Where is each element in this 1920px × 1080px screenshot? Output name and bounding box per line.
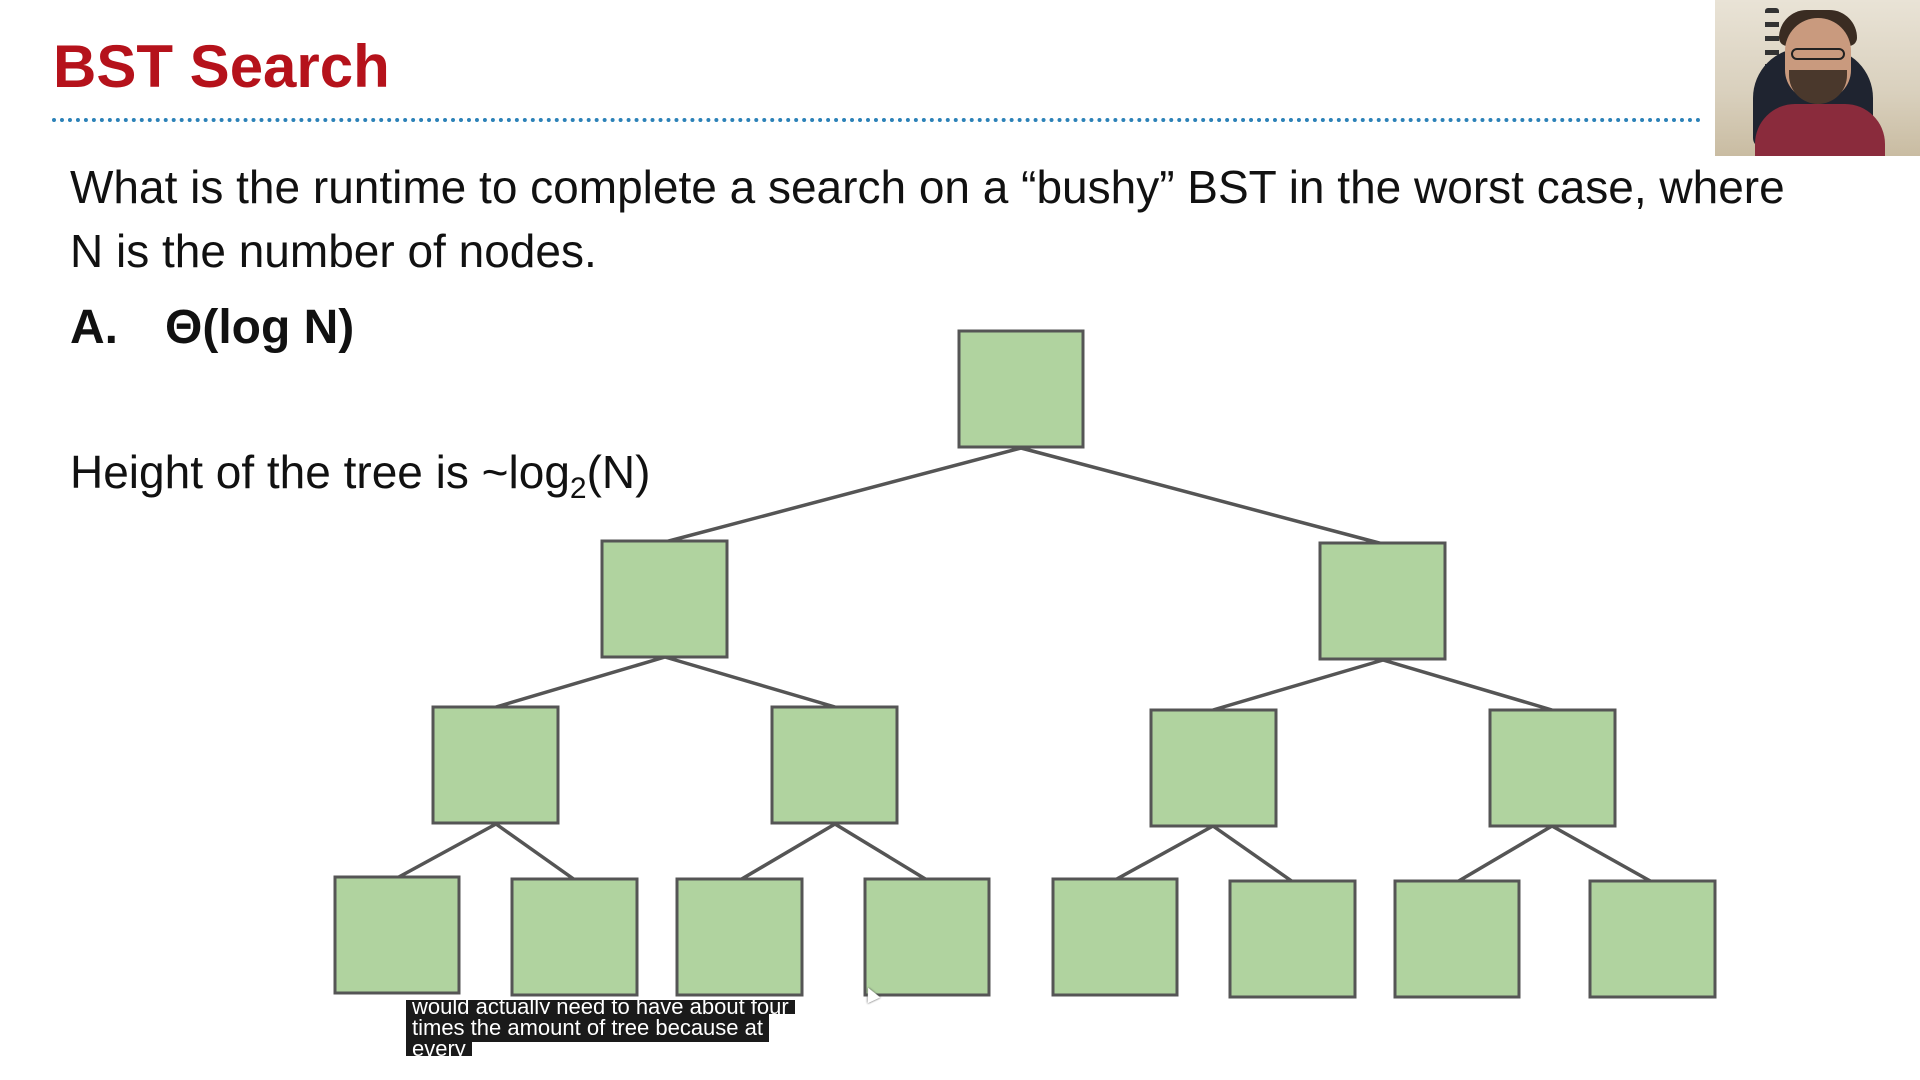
height-note-suffix: (N) <box>586 446 651 498</box>
tree-edge <box>664 655 836 709</box>
tree-edge <box>495 655 666 709</box>
tree-edge <box>1551 824 1653 884</box>
tree-node <box>1393 879 1521 999</box>
answer-letter: A. <box>70 301 118 354</box>
tree-node <box>510 877 639 997</box>
caption-line: times the amount of tree because at <box>406 1014 769 1042</box>
tree-edge <box>834 822 928 882</box>
tree-edge <box>664 446 1022 544</box>
tree-node <box>1228 879 1357 999</box>
tree-node <box>1149 708 1278 828</box>
tree-node <box>1318 541 1447 661</box>
webcam-presenter-shirt <box>1755 104 1885 156</box>
tree-node <box>1488 708 1617 828</box>
tree-node <box>431 705 560 825</box>
tree-node <box>1588 879 1717 999</box>
closed-captions: would actually need to have about four t… <box>406 1000 830 1056</box>
height-note-subscript: 2 <box>569 472 587 505</box>
tree-edges <box>396 446 1653 884</box>
caption-line-partial: would actually need to have about four <box>406 1000 830 1014</box>
caption-line-partial-bottom: every <box>406 1042 472 1056</box>
tree-edge <box>1212 658 1384 712</box>
question-text: What is the runtime to complete a search… <box>70 161 1785 277</box>
tree-nodes <box>333 329 1717 999</box>
tree-node <box>770 705 899 825</box>
answer-text: Θ(log N) <box>165 301 355 354</box>
webcam-presenter-glasses <box>1791 48 1845 60</box>
slide-title: BST Search <box>53 33 390 100</box>
tree-edge <box>1456 824 1553 884</box>
tree-node <box>333 875 461 995</box>
title-divider <box>52 118 1702 122</box>
presenter-webcam <box>1715 0 1920 156</box>
tree-node-root <box>957 329 1085 449</box>
answer-line: A. Θ(log N) <box>70 300 354 355</box>
tree-edge <box>494 822 577 882</box>
tree-edge <box>1020 446 1384 546</box>
height-note-prefix: Height of the tree is ~log <box>70 446 570 498</box>
height-note: Height of the tree is ~log2(N) <box>70 445 650 506</box>
tree-edge <box>1382 658 1553 712</box>
tree-node <box>600 539 729 659</box>
tree-node <box>863 877 991 997</box>
tree-edge <box>396 822 497 880</box>
tree-node <box>1051 877 1179 997</box>
tree-edge <box>1211 824 1295 884</box>
tree-edge <box>1114 824 1214 882</box>
tree-node <box>675 877 804 997</box>
tree-edge <box>739 822 836 882</box>
